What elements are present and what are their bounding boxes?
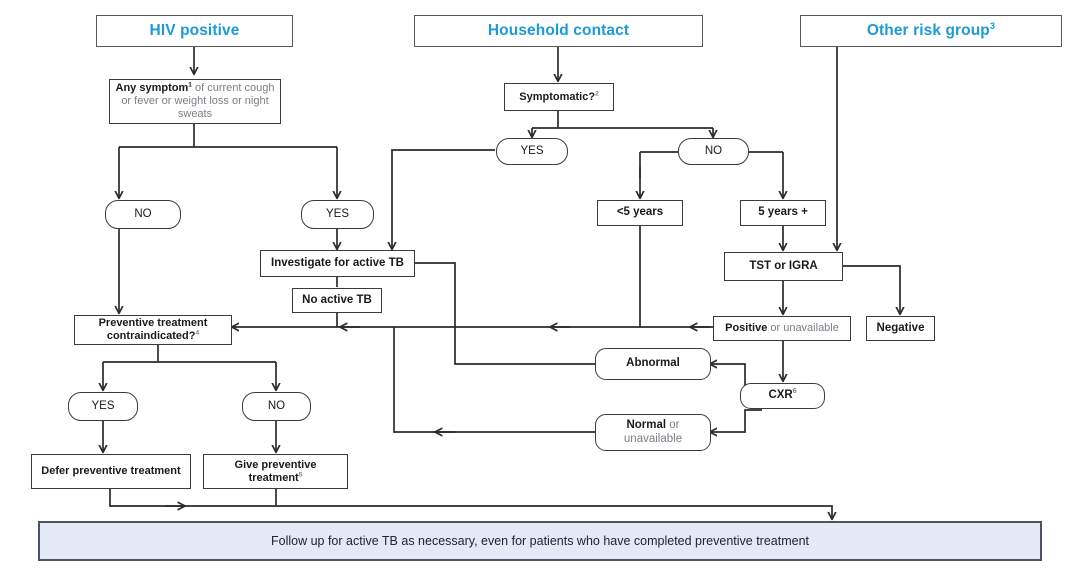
node-hiv-yes-label: YES: [325, 207, 349, 220]
footnote-ref-2: 2: [595, 89, 599, 97]
node-no-active-tb-label: No active TB: [302, 293, 372, 306]
node-abnormal[interactable]: Abnormal: [595, 348, 711, 380]
footnote-ref-3: 3: [989, 20, 996, 31]
node-preventive-contraindicated[interactable]: Preventive treatment contraindicated?4: [74, 315, 232, 345]
footnote-ref-6: 6: [792, 388, 797, 396]
header-hiv-positive-label: HIV positive: [149, 21, 240, 39]
node-give-preventive-treatment[interactable]: Give preventive treatment5: [203, 454, 348, 489]
node-symptomatic-label: Symptomatic?2: [519, 89, 599, 103]
header-other-risk-group-label: Other risk group3: [866, 20, 996, 39]
node-contraindicated-yes[interactable]: YES: [68, 392, 138, 421]
node-defer-preventive-treatment-label: Defer preventive treatment: [41, 465, 181, 478]
node-no-active-tb[interactable]: No active TB: [292, 288, 382, 313]
node-under-5-years[interactable]: <5 years: [597, 200, 683, 226]
node-cxr[interactable]: CXR6: [740, 383, 825, 409]
node-preventive-contraindicated-label: Preventive treatment contraindicated?4: [98, 317, 208, 342]
node-negative[interactable]: Negative: [866, 316, 935, 341]
header-household-contact-label: Household contact: [487, 21, 630, 39]
footnote-ref-5: 5: [298, 470, 303, 478]
footnote-ref-1: 1: [188, 81, 192, 89]
footnote-ref-4: 4: [195, 329, 200, 337]
node-hiv-no-label: NO: [134, 207, 152, 220]
node-defer-preventive-treatment[interactable]: Defer preventive treatment: [31, 454, 191, 489]
node-under-5-years-label: <5 years: [616, 206, 664, 219]
node-household-yes-label: YES: [520, 144, 544, 157]
followup-banner-label: Follow up for active TB as necessary, ev…: [270, 534, 809, 548]
header-household-contact[interactable]: Household contact: [414, 15, 703, 47]
node-negative-label: Negative: [876, 321, 925, 334]
followup-banner[interactable]: Follow up for active TB as necessary, ev…: [38, 521, 1042, 561]
node-hiv-no[interactable]: NO: [105, 200, 181, 229]
node-positive-or-unavailable[interactable]: Positive or unavailable: [713, 316, 851, 341]
node-any-symptom-label: Any symptom1 of current cough or fever o…: [115, 81, 275, 120]
node-investigate-active-tb[interactable]: Investigate for active TB: [260, 250, 415, 277]
node-tst-or-igra[interactable]: TST or IGRA: [724, 252, 843, 281]
node-positive-or-unavailable-label: Positive or unavailable: [725, 322, 839, 335]
node-abnormal-label: Abnormal: [626, 357, 680, 370]
node-symptomatic[interactable]: Symptomatic?2: [504, 83, 614, 111]
header-hiv-positive[interactable]: HIV positive: [96, 15, 293, 47]
node-5-years-plus[interactable]: 5 years +: [740, 200, 826, 226]
node-hiv-yes[interactable]: YES: [301, 200, 374, 229]
node-give-preventive-treatment-label: Give preventive treatment5: [234, 458, 317, 484]
node-investigate-active-tb-label: Investigate for active TB: [271, 256, 404, 269]
node-household-yes[interactable]: YES: [496, 138, 568, 165]
node-tst-or-igra-label: TST or IGRA: [749, 259, 818, 272]
node-contraindicated-yes-label: YES: [91, 399, 115, 412]
node-household-no[interactable]: NO: [678, 138, 749, 165]
node-cxr-label: CXR6: [768, 388, 797, 402]
header-other-risk-group[interactable]: Other risk group3: [800, 15, 1062, 47]
node-contraindicated-no-label: NO: [267, 399, 286, 412]
node-household-no-label: NO: [704, 144, 723, 157]
node-contraindicated-no[interactable]: NO: [242, 392, 311, 421]
node-5-years-plus-label: 5 years +: [758, 206, 808, 219]
node-any-symptom[interactable]: Any symptom1 of current cough or fever o…: [109, 79, 281, 124]
